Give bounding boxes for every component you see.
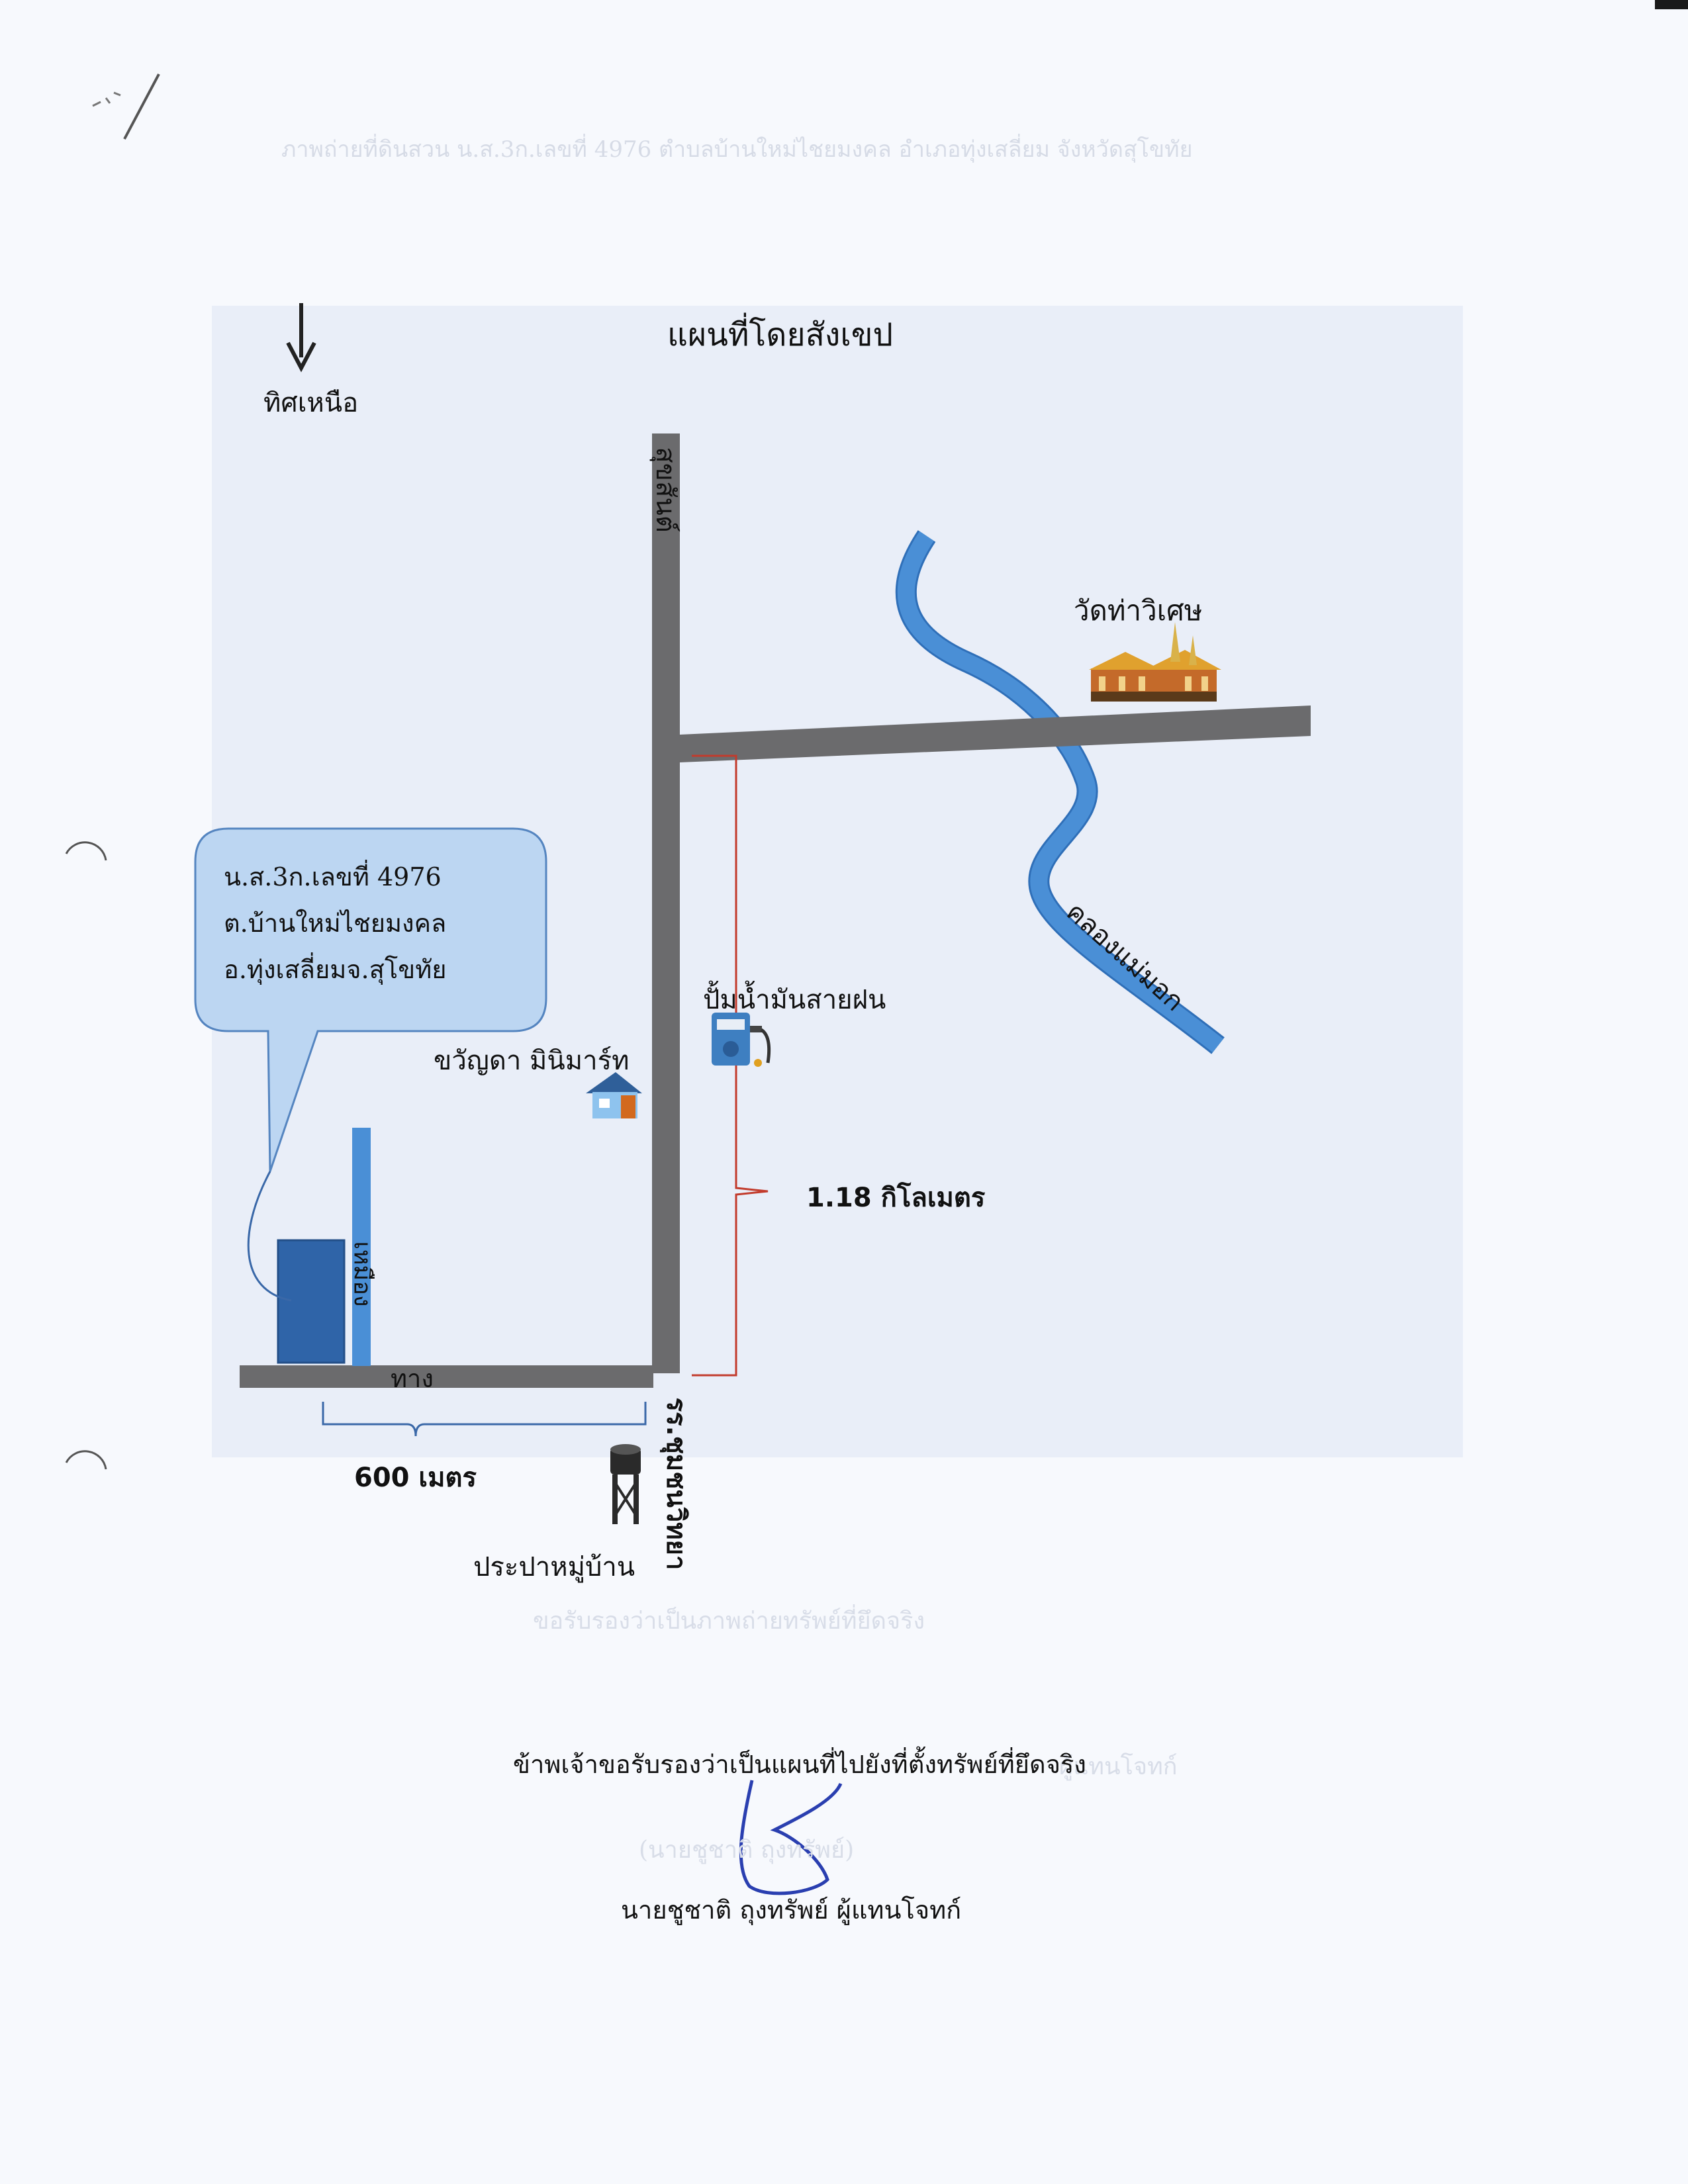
callout-text: น.ส.3ก.เลขที่ 4976 ต.บ้านใหม่ไชยมงคล อ.ท… xyxy=(224,854,447,993)
side-road xyxy=(240,1365,653,1388)
scribble-mark xyxy=(92,91,121,107)
road-label-top: สุขสันต์ xyxy=(650,447,680,533)
distance-bracket-horizontal xyxy=(322,1402,647,1437)
water-tower-label: ประปาหมู่บ้าน xyxy=(473,1552,635,1582)
signature xyxy=(739,1780,843,1895)
side-road-label: ทาง xyxy=(391,1364,434,1393)
scan-edge-mark xyxy=(1655,0,1688,9)
gas-pump-icon xyxy=(712,1013,771,1067)
faded-footer-line2: ผู้แทนโจทก์ xyxy=(1059,1753,1178,1780)
signer-name: นายชูชาติ ถุงทรัพย์ ผู้แทนโจทก์ xyxy=(621,1895,962,1925)
temple-label: วัดท่าวิเศษ xyxy=(1074,594,1203,627)
minimart-house-icon xyxy=(586,1072,642,1118)
north-arrow-icon xyxy=(286,303,316,373)
water-tower-icon xyxy=(610,1444,641,1524)
distance-bracket-vertical xyxy=(692,754,769,1377)
north-label: ทิศเหนือ xyxy=(263,388,359,418)
pen-mark xyxy=(123,73,160,140)
distance-label-vertical: 1.18 กิโลเมตร xyxy=(806,1183,986,1213)
callout-line1: น.ส.3ก.เลขที่ 4976 xyxy=(224,862,442,891)
minimart-label: ขวัญดา มินิมาร์ท xyxy=(434,1046,630,1076)
road-to-temple xyxy=(680,705,1311,762)
small-canal-label: เหมือง xyxy=(348,1241,376,1307)
road-label-bottom: รร.ชุมชนวิทยา xyxy=(661,1397,691,1570)
certification-statement: ข้าพเจ้าขอรับรองว่าเป็นแผนที่ไปยังที่ตั้… xyxy=(513,1750,1086,1779)
main-road-vertical xyxy=(652,433,680,1373)
punch-hole-top xyxy=(65,841,107,861)
map-title: แผนที่โดยสังเขป xyxy=(667,316,894,353)
punch-hole-bottom xyxy=(65,1450,107,1470)
gas-station-label: ปั้มน้ำมันสายฝน xyxy=(703,985,886,1015)
canal xyxy=(897,531,1224,1053)
distance-label-horizontal: 600 เมตร xyxy=(354,1463,477,1493)
small-canal xyxy=(352,1128,371,1366)
parcel-callout xyxy=(194,827,547,1302)
faded-footer-line3: (นายชูชาติ ถุงทรัพย์) xyxy=(639,1837,855,1864)
faded-footer-line1: ขอรับรองว่าเป็นภาพถ่ายทรัพย์ที่ยึดจริง xyxy=(533,1608,925,1635)
temple-icon xyxy=(1089,622,1221,702)
faded-header-text: ภาพถ่ายที่ดินสวน น.ส.3ก.เลขที่ 4976 ตำบล… xyxy=(281,136,1193,163)
callout-line2: ต.บ้านใหม่ไชยมงคล xyxy=(224,909,447,938)
land-parcel xyxy=(277,1239,346,1364)
callout-line3: อ.ทุ่งเสลี่ยมจ.สุโขทัย xyxy=(224,955,447,984)
